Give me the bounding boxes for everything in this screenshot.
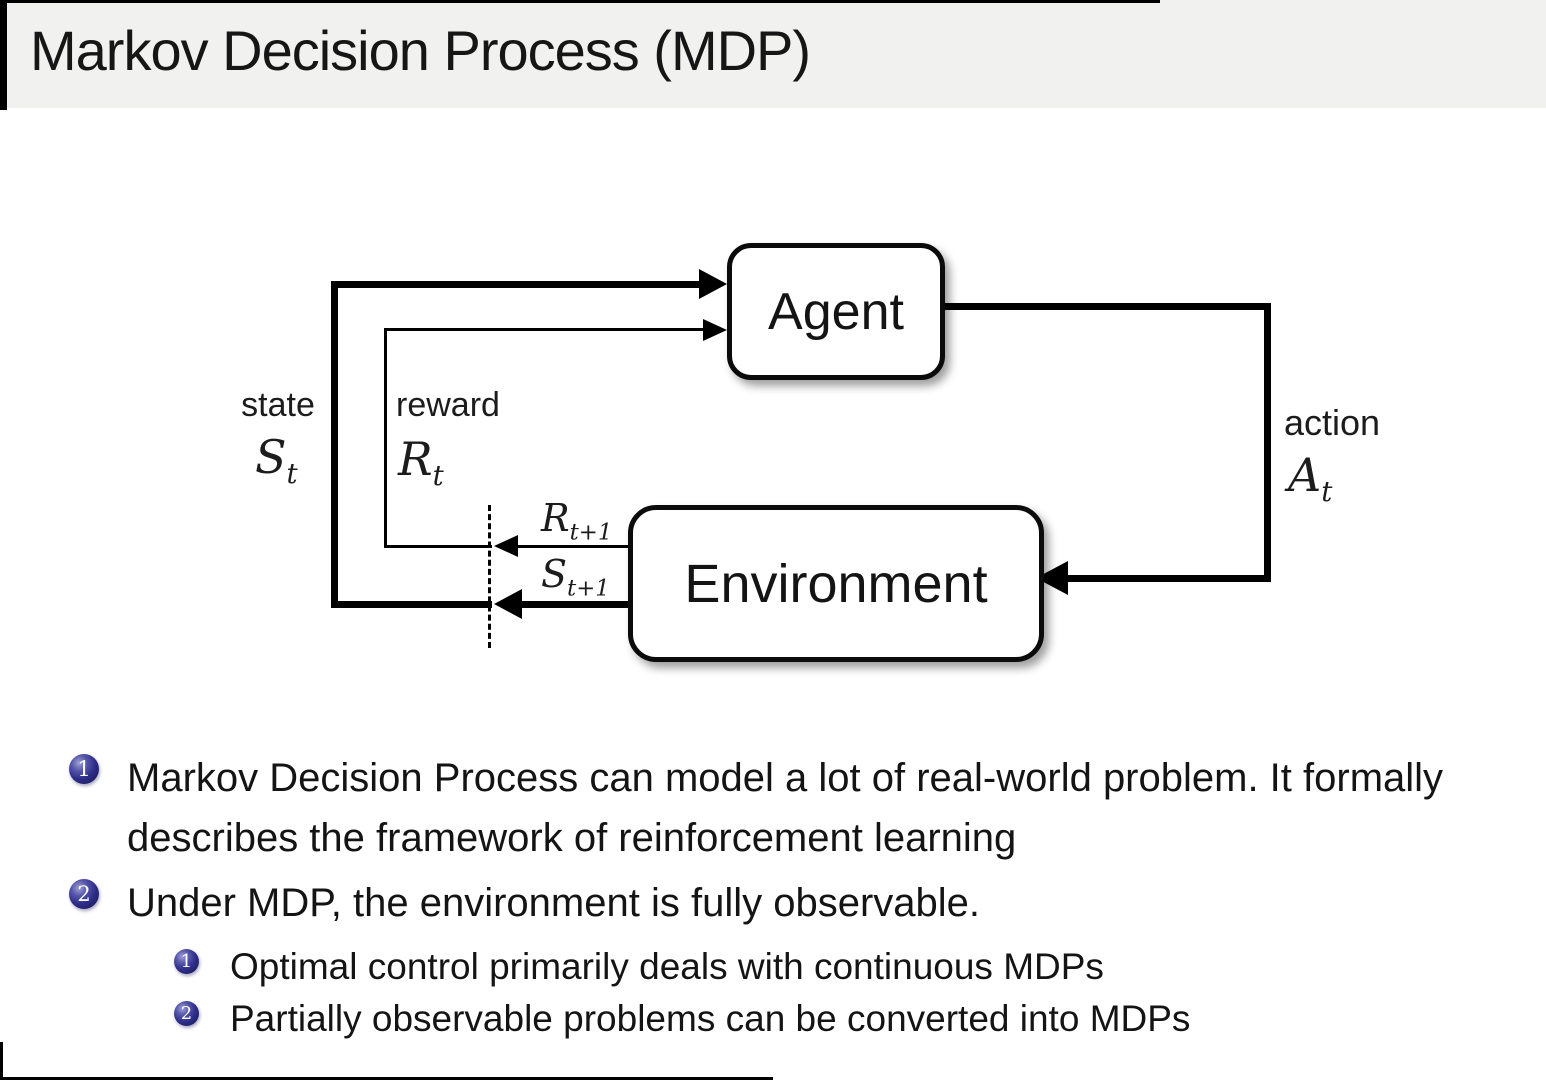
window-border-top xyxy=(0,0,1160,3)
bullet-1-ball: 1 xyxy=(69,754,99,784)
reward-line-top xyxy=(384,328,704,331)
bullet-2-ball: 2 xyxy=(69,879,99,909)
window-border-left-bottom xyxy=(0,1042,3,1080)
next-state-symbol: St+1 xyxy=(541,552,610,602)
bullet-2-text: Under MDP, the environment is fully obse… xyxy=(127,881,981,925)
subbullet-1-number: 1 xyxy=(180,951,193,972)
reward-label: reward xyxy=(396,386,500,424)
next-state-arrowhead-icon xyxy=(494,589,522,619)
subbullet-1-text: Optimal control primarily deals with con… xyxy=(230,946,1104,987)
next-reward-line xyxy=(518,545,630,548)
reward-arrowhead-icon xyxy=(703,319,727,341)
state-line-vertical xyxy=(331,281,338,608)
state-line-bottom xyxy=(331,601,492,608)
state-line-top xyxy=(331,281,701,288)
page-title: Markov Decision Process (MDP) xyxy=(30,19,811,82)
reward-symbol: Rt xyxy=(398,432,444,493)
time-boundary-dashed-line xyxy=(488,505,491,648)
next-reward-arrowhead-icon xyxy=(494,535,518,557)
subbullet-2-number: 2 xyxy=(180,1003,193,1024)
title-band: Markov Decision Process (MDP) xyxy=(0,0,1546,108)
action-line-vertical xyxy=(1264,303,1271,582)
agent-node-label: Agent xyxy=(768,282,904,341)
reward-line-bottom xyxy=(384,545,492,548)
next-state-line xyxy=(520,601,630,608)
window-border-left xyxy=(0,0,7,110)
subbullet-1-ball: 1 xyxy=(174,949,199,974)
bullet-2-number: 2 xyxy=(77,882,91,906)
state-arrowhead-icon xyxy=(699,269,727,299)
reward-line-vertical xyxy=(384,328,387,547)
action-line-bottom xyxy=(1066,575,1271,582)
agent-node: Agent xyxy=(727,243,945,380)
bullet-1-number: 1 xyxy=(77,757,91,781)
bullet-1-text: Markov Decision Process can model a lot … xyxy=(127,756,1444,860)
action-label: action xyxy=(1284,402,1381,443)
next-reward-symbol: Rt+1 xyxy=(541,496,613,546)
state-symbol: St xyxy=(255,430,298,491)
window-border-bottom xyxy=(0,1077,773,1080)
environment-node: Environment xyxy=(628,505,1044,662)
state-label: state xyxy=(241,386,315,424)
action-line-top xyxy=(935,303,1271,310)
action-symbol: At xyxy=(1288,448,1333,509)
environment-node-label: Environment xyxy=(684,553,988,614)
subbullet-2-text: Partially observable problems can be con… xyxy=(230,998,1191,1039)
subbullet-2-ball: 2 xyxy=(174,1001,199,1026)
mdp-loop-diagram: Agent Environment state St reward Rt act… xyxy=(241,243,1381,662)
